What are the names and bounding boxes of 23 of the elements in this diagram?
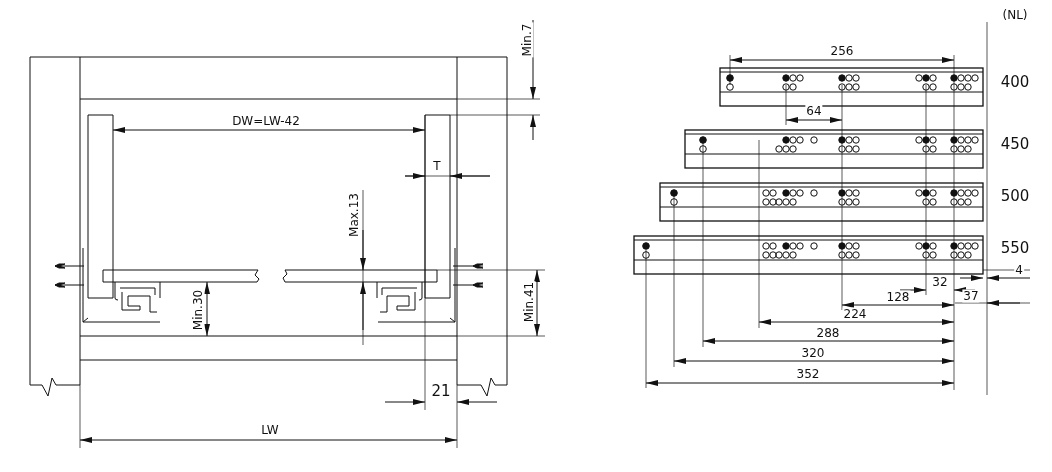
dimension-label: 37 [962,289,980,303]
dimension-label: 4 [1014,263,1024,277]
dimension-label: Min.41 [522,280,536,324]
dimension-label: Max.13 [347,192,361,238]
dimension-label: 32 [931,275,949,289]
dimension-label: 128 [885,290,911,304]
dimension-label: Min.30 [191,288,205,332]
dimension-label: Min.7 [520,22,534,58]
dimension-label: 352 [795,367,821,381]
dimension-label: LW [260,423,280,437]
dimension-label: 288 [815,326,841,340]
dimension-label: 224 [842,307,868,321]
length-label: 550 [999,240,1031,256]
length-label: 400 [999,74,1031,90]
length-label: 500 [999,188,1031,204]
dimension-label: T [432,159,442,173]
dimension-label: DW=LW-42 [231,114,301,128]
dimension-label: 64 [805,104,823,118]
column-heading: (NL) [1001,8,1029,22]
dimension-label: 320 [800,346,826,360]
dimension-label: 256 [829,44,855,58]
dimension-label: 21 [430,383,452,399]
length-label: 450 [999,136,1031,152]
